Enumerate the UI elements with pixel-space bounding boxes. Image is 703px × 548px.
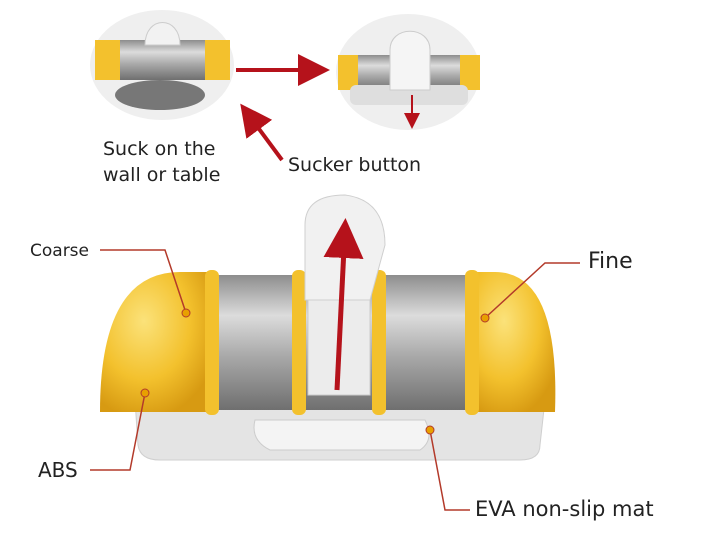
label-eva: EVA non-slip mat [475,497,654,521]
label-abs: ABS [38,458,78,482]
label-coarse: Coarse [30,241,89,261]
sharpener-product [100,194,556,461]
inset-suction-up [336,14,480,130]
leader-lines [90,249,580,511]
label-fine: Fine [588,249,633,274]
label-suck-line1: Suck on the [103,138,216,160]
label-sucker-button: Sucker button [288,154,422,176]
right-cap [470,272,556,412]
label-suck-line2: wall or table [103,164,221,186]
leader-dots [140,308,490,435]
left-cap [100,272,210,412]
inset-suction-down [90,10,234,120]
arrow-diagonal [240,103,284,162]
